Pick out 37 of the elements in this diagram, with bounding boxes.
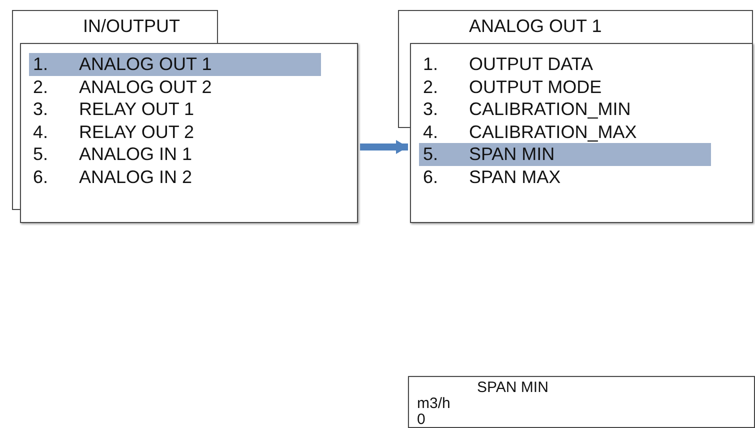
selected-menu-item [29, 53, 321, 76]
item-number: 6. [423, 166, 438, 188]
item-number: 3. [423, 98, 438, 120]
item-label: RELAY OUT 2 [79, 120, 194, 142]
item-number: 5. [423, 143, 438, 165]
menu-title-panel [398, 10, 753, 44]
menu-title: ANALOG OUT 1 [469, 15, 602, 37]
item-label: RELAY OUT 1 [79, 98, 194, 120]
item-number: 4. [423, 120, 438, 142]
item-number: 6. [33, 166, 48, 188]
menu-title-panel [12, 10, 218, 44]
selected-menu-item [419, 143, 711, 166]
screen-text: m3/h [417, 394, 450, 413]
value-screen [408, 376, 755, 428]
item-label: CALIBRATION_MIN [469, 98, 631, 120]
arrow [360, 140, 408, 154]
menu-title: IN/OUTPUT [83, 15, 180, 37]
item-label: SPAN MAX [469, 166, 561, 188]
item-label: OUTPUT DATA [469, 53, 594, 75]
item-label: ANALOG IN 2 [79, 166, 192, 188]
item-number: 2. [423, 76, 438, 98]
item-number: 2. [33, 76, 48, 98]
item-label: SPAN MIN [469, 143, 555, 165]
screen-title: SPAN MIN [477, 378, 548, 397]
menu-panel [410, 43, 753, 223]
item-number: 3. [33, 98, 48, 120]
item-label: ANALOG IN 1 [79, 143, 192, 165]
item-label: CALIBRATION_MAX [469, 120, 637, 142]
item-number: 1. [423, 53, 438, 75]
item-number: 4. [33, 120, 48, 142]
item-label: ANALOG OUT 1 [79, 53, 212, 75]
item-label: ANALOG OUT 2 [79, 76, 212, 98]
screen-text: 0 [417, 410, 426, 428]
menu-panel [20, 43, 358, 223]
item-number: 5. [33, 143, 48, 165]
item-number: 1. [33, 53, 48, 75]
item-label: OUTPUT MODE [469, 76, 602, 98]
